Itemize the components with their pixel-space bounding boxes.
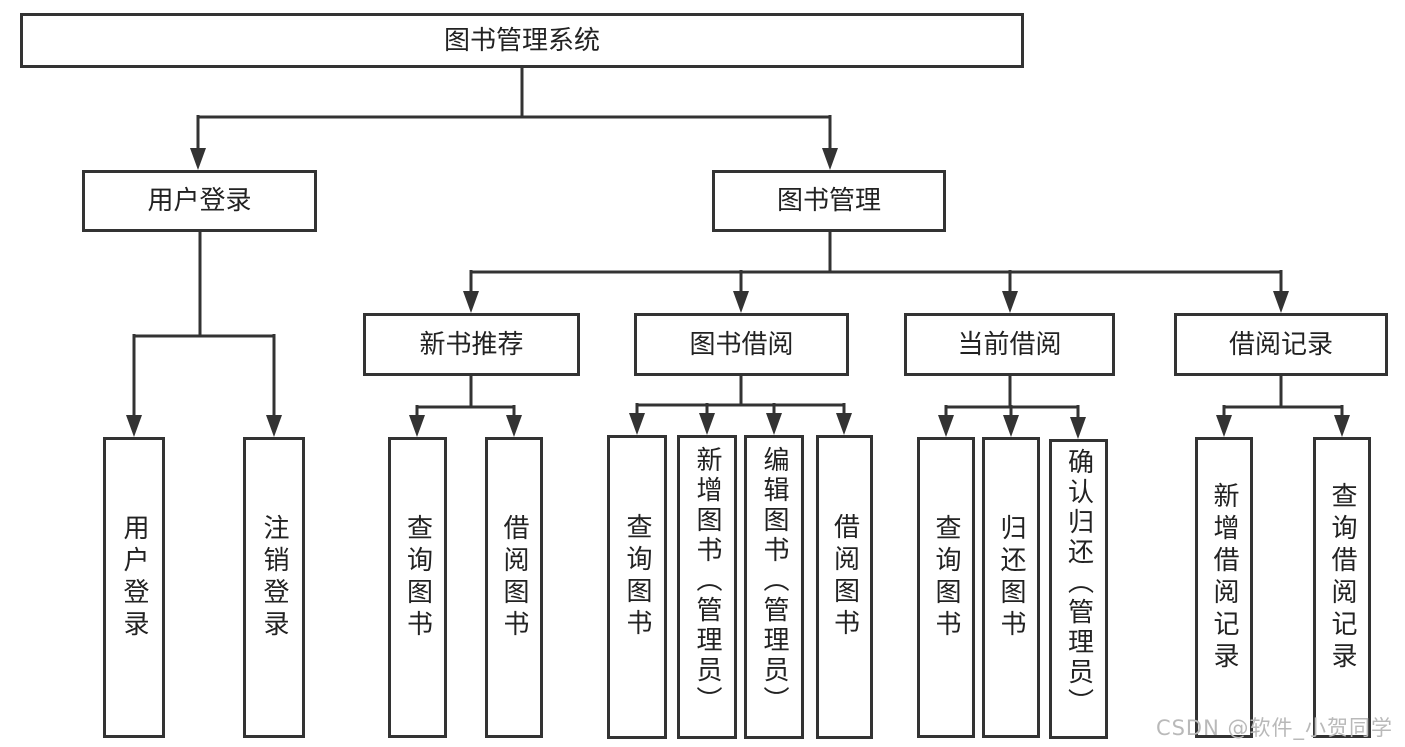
leaf-logout: 注销登录 (243, 437, 305, 738)
watermark-text: CSDN @软件_小贺同学 (1155, 716, 1393, 740)
node-new-book-recommend: 新书推荐 (363, 313, 580, 376)
leaf-add-borrow-record: 新增借阅记录 (1195, 437, 1253, 738)
node-book-management-system: 图书管理系统 (20, 13, 1024, 68)
leaf-add-book-admin: 新增图书（管理员） (677, 435, 737, 739)
leaf-return-books: 归还图书 (982, 437, 1040, 738)
leaf-borrow-books: 借阅图书 (816, 435, 873, 739)
leaf-user-login: 用户登录 (103, 437, 165, 738)
leaf-recommend-query-books: 查询图书 (388, 437, 447, 738)
node-current-borrow: 当前借阅 (904, 313, 1115, 376)
leaf-borrow-query-books: 查询图书 (607, 435, 667, 739)
leaf-recommend-borrow-books: 借阅图书 (485, 437, 543, 738)
leaf-confirm-return-admin: 确认归还（管理员） (1049, 439, 1108, 739)
node-book-management: 图书管理 (712, 170, 946, 232)
leaf-edit-book-admin: 编辑图书（管理员） (744, 435, 804, 739)
node-book-borrow: 图书借阅 (634, 313, 849, 376)
node-borrow-records: 借阅记录 (1174, 313, 1388, 376)
node-user-login: 用户登录 (82, 170, 317, 232)
leaf-current-query-books: 查询图书 (917, 437, 975, 738)
leaf-query-borrow-record: 查询借阅记录 (1313, 437, 1371, 738)
